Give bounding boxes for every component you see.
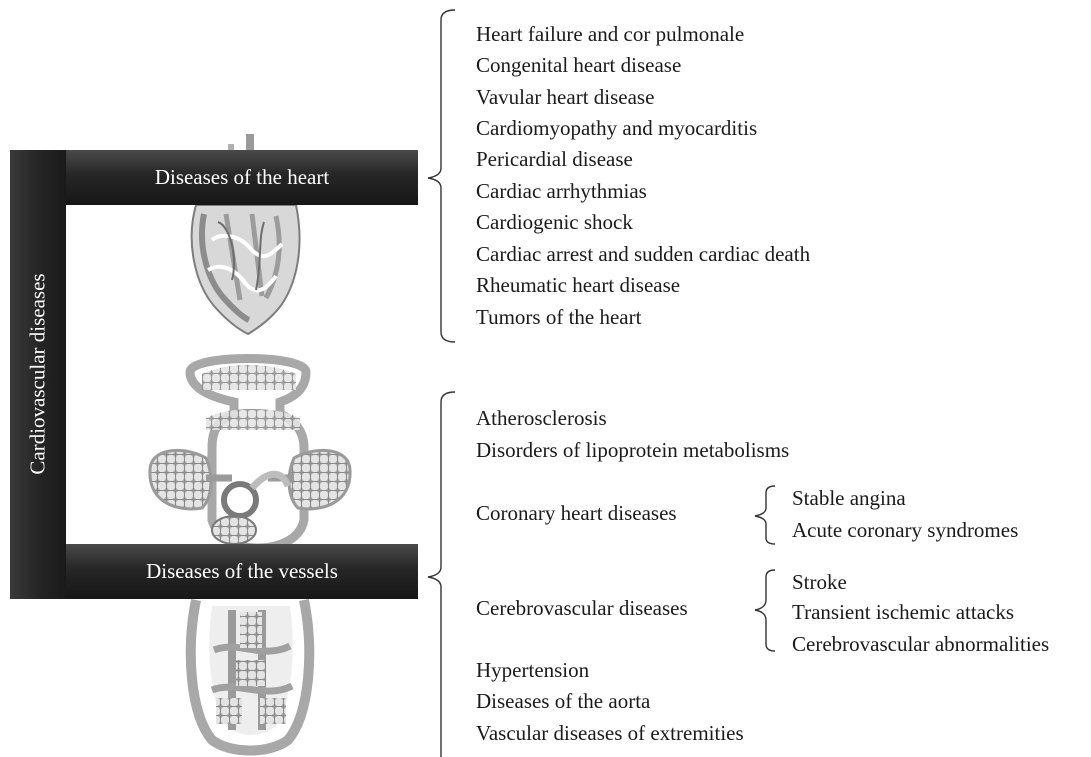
cerebro-bracket — [755, 570, 775, 651]
vessels-item: Vascular diseases of extremities — [476, 723, 744, 744]
heart-item: Cardiogenic shock — [476, 212, 633, 233]
heart-item: Cardiomyopathy and myocarditis — [476, 118, 757, 139]
diseases-of-the-vessels-label: Diseases of the vessels — [146, 559, 338, 584]
coronary-subitem: Acute coronary syndromes — [792, 520, 1018, 541]
heart-item: Heart failure and cor pulmonale — [476, 24, 744, 45]
vessels-item: Disorders of lipoprotein metabolisms — [476, 440, 789, 461]
vessels-item: Diseases of the aorta — [476, 691, 650, 712]
coronary-bracket — [755, 486, 775, 544]
coronary-subitem: Stable angina — [792, 488, 906, 509]
cerebro-subitem: Transient ischemic attacks — [792, 602, 1014, 623]
heart-item: Congenital heart disease — [476, 55, 681, 76]
diseases-of-the-heart-label: Diseases of the heart — [155, 165, 329, 190]
heart-item: Tumors of the heart — [476, 307, 641, 328]
heart-item: Rheumatic heart disease — [476, 275, 680, 296]
vessels-item: Coronary heart diseases — [476, 503, 677, 524]
cerebro-subitem: Cerebrovascular abnormalities — [792, 634, 1049, 655]
vessels-item: Atherosclerosis — [476, 408, 607, 429]
heart-item: Vavular heart disease — [476, 87, 654, 108]
heart-bracket — [428, 10, 455, 342]
diseases-of-the-vessels-bar: Diseases of the vessels — [66, 544, 418, 599]
heart-item: Cardiac arrest and sudden cardiac death — [476, 244, 810, 265]
heart-item: Cardiac arrhythmias — [476, 181, 647, 202]
vessels-bracket — [428, 392, 455, 757]
vessels-item: Cerebrovascular diseases — [476, 598, 688, 619]
cardiovascular-diseases-label: Cardiovascular diseases — [26, 273, 51, 474]
vessels-item: Hypertension — [476, 660, 589, 681]
diseases-of-the-heart-bar: Diseases of the heart — [66, 150, 418, 205]
heart-item: Pericardial disease — [476, 149, 633, 170]
cerebro-subitem: Stroke — [792, 572, 847, 593]
